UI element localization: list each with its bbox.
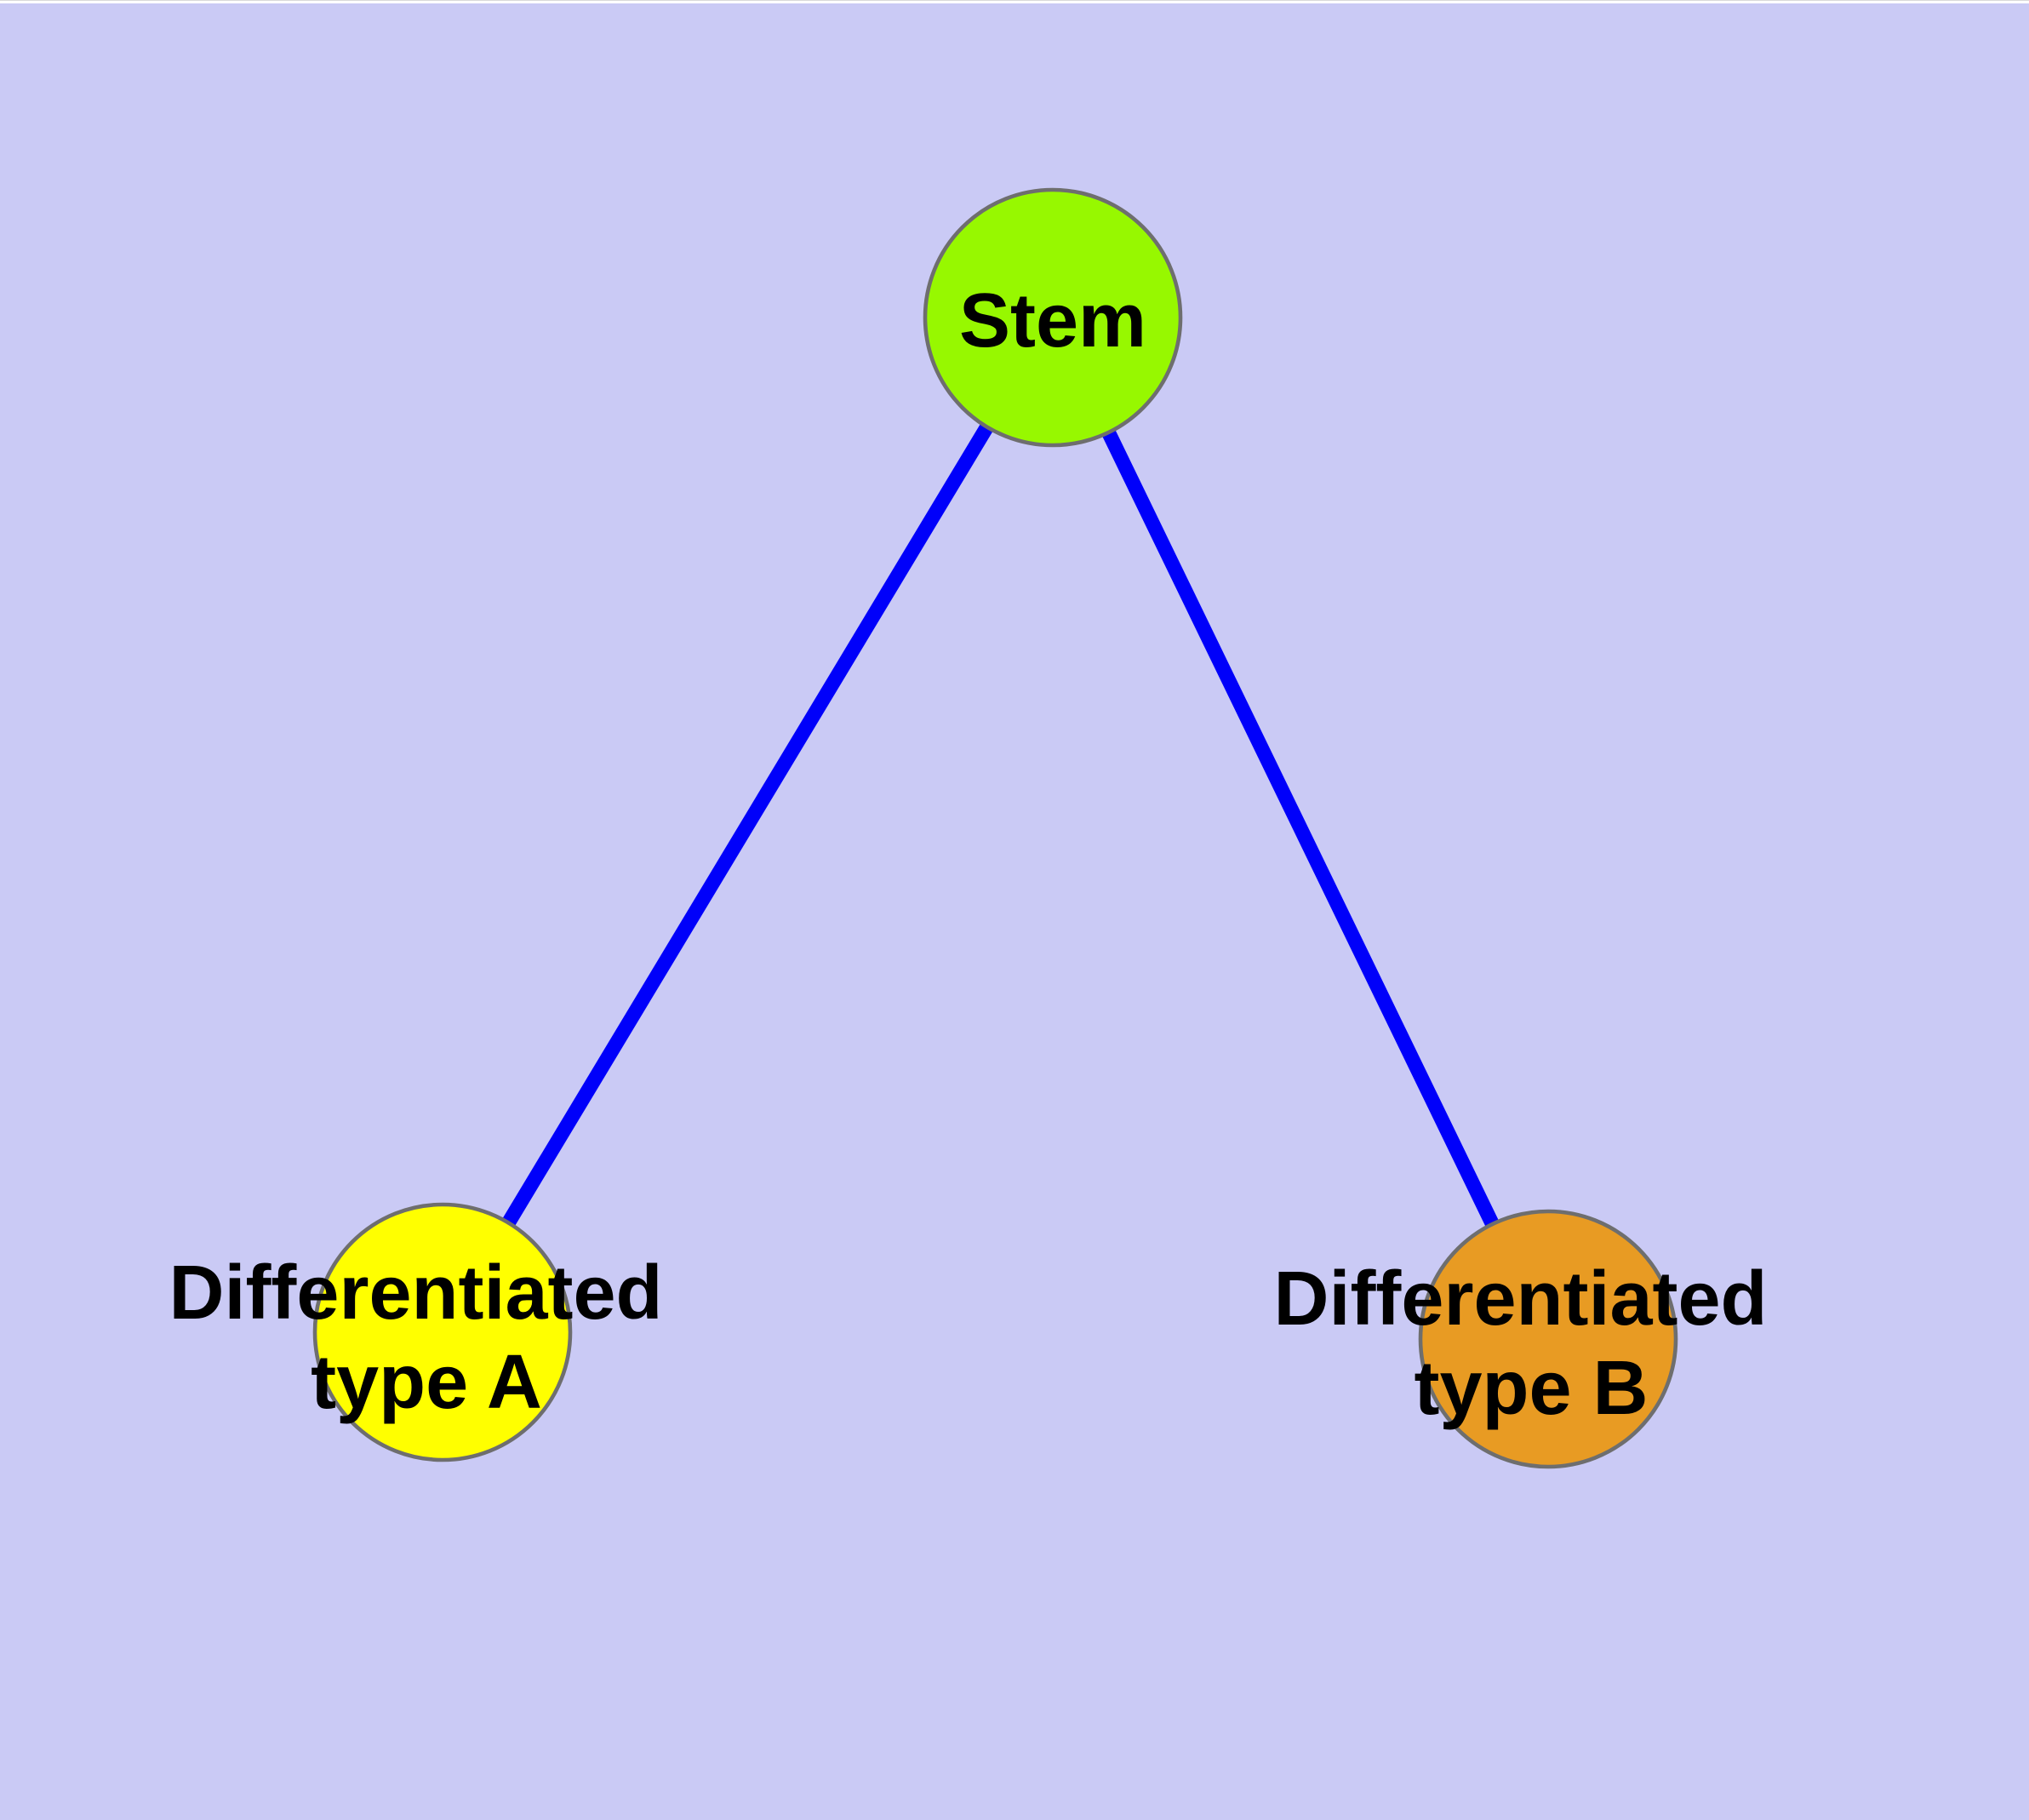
- window-top-edge: [0, 0, 2029, 3]
- node-stem[interactable]: [923, 187, 1183, 448]
- edge-stem-to-type-b: [1046, 314, 1555, 1342]
- node-stem-label: Stem: [959, 278, 1146, 363]
- node-type-b-label-line1: Differentiated: [1273, 1256, 1767, 1342]
- node-type-a-label: Differentiated type A: [169, 1251, 683, 1425]
- node-type-a-label-line2: type A: [311, 1340, 542, 1425]
- node-type-a-label-line1: Differentiated: [169, 1251, 662, 1336]
- node-type-b-label: Differentiated type B: [1273, 1256, 1788, 1431]
- edge-stem-to-type-a: [436, 313, 1060, 1336]
- node-type-b[interactable]: [1418, 1209, 1678, 1469]
- node-type-b-label-line2: type B: [1414, 1346, 1648, 1431]
- node-type-a[interactable]: [312, 1202, 573, 1462]
